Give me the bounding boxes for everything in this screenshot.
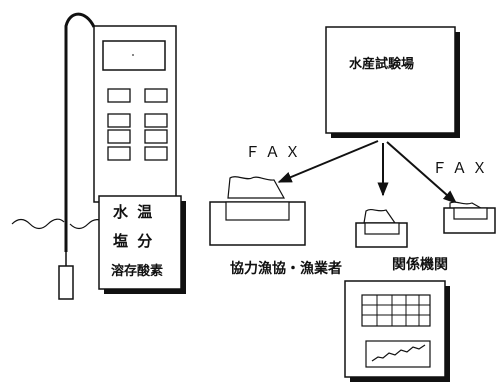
sensor-cable [64,12,96,252]
station-box [325,26,456,134]
handheld-meter [93,25,177,203]
fax-machine-agencies [443,201,496,234]
measurement-items-box [98,195,182,290]
line-graph-icon [365,340,431,368]
meter-button [107,88,131,103]
sensor-probe [58,265,74,300]
meter-button [107,113,131,128]
fax-label-right: ＦＡＸ [432,159,493,177]
label-dissolved-oxygen: 溶存酸素 [111,264,164,279]
fax-arrow-right [386,141,458,204]
receiver-label-agencies: 関係機関 [392,257,448,273]
receiver-label-fishery: 協力漁協・漁業者 [230,261,342,277]
fax-label-left: ＦＡＸ [245,143,306,161]
water-surface-line [11,218,105,230]
label-water-temp: 水 温 [113,203,155,221]
label-salinity: 塩 分 [113,232,155,250]
meter-button [107,146,131,161]
meter-button [107,129,131,144]
fax-arrow-left [277,140,379,183]
fax-machine-fishery [209,176,306,246]
data-table-icon [361,294,431,327]
station-label: 水産試験場 [349,57,415,72]
meter-button [144,88,168,103]
meter-button [144,146,168,161]
meter-button [144,113,168,128]
fax-machine-center [355,208,408,248]
meter-button [144,129,168,144]
